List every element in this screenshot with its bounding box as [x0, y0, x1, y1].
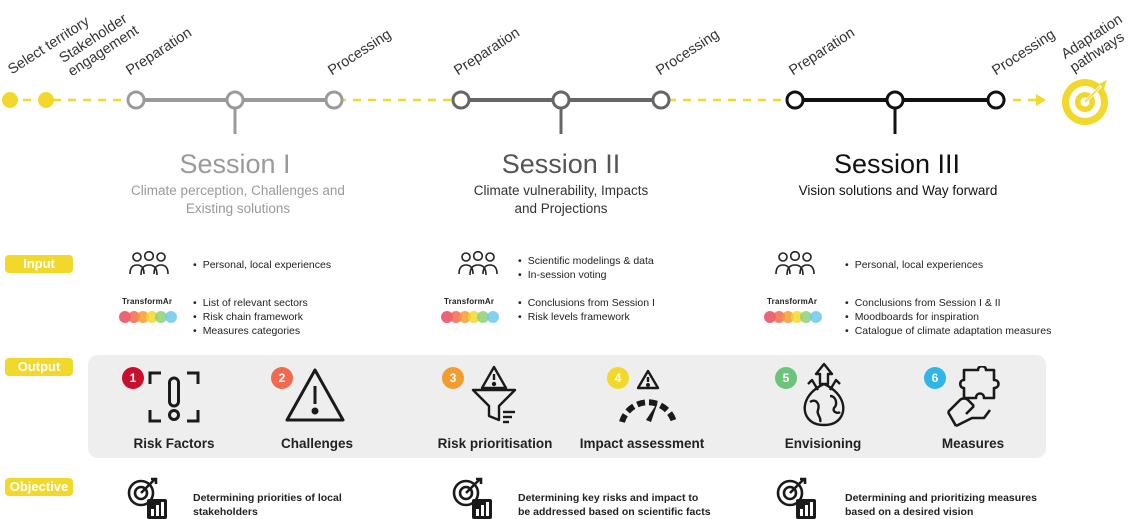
- transformar-logo-icon: [119, 311, 177, 323]
- output-5-label: Envisioning: [784, 436, 862, 451]
- session-3-subtitle: Vision solutions and Way forward: [798, 183, 998, 198]
- output-2-label: Challenges: [280, 436, 354, 451]
- warning-triangle-icon: [285, 368, 345, 422]
- transformar-logo-icon: [764, 311, 822, 323]
- output-1-label: Risk Factors: [133, 436, 215, 451]
- risk-factors-icon: [148, 371, 200, 423]
- output-panel: [88, 355, 1046, 458]
- session-1-title: Session I: [179, 149, 291, 179]
- output-4-label: Impact assessment: [579, 436, 705, 451]
- funnel-icon: [471, 365, 517, 424]
- output-1-badge: 1: [122, 367, 144, 389]
- s1-input-people-list: Personal, local experiences: [193, 258, 331, 272]
- select-territory-node: [2, 92, 18, 108]
- globe-icon: [803, 362, 845, 427]
- output-3-label: Risk prioritisation: [437, 436, 553, 451]
- transformar-logo-icon: [441, 311, 499, 323]
- gauge-icon: [619, 369, 677, 423]
- session-2-title: Session II: [501, 149, 621, 179]
- output-4-badge: 4: [607, 367, 629, 389]
- objective-row-label: Objective: [5, 478, 73, 496]
- target-chart-icon: [127, 477, 167, 519]
- session-3-track: [785, 90, 1006, 134]
- people-group-icon: [129, 250, 169, 276]
- session-3-title: Session III: [833, 149, 961, 179]
- output-6-badge: 6: [924, 367, 946, 389]
- s2-input-people-list: Scientific modelings & dataIn-session vo…: [518, 254, 654, 282]
- s2-input-transformar-list: Conclusions from Session IRisk levels fr…: [518, 296, 655, 324]
- puzzle-hand-icon: [946, 366, 1000, 428]
- input-row-label: Input: [5, 255, 73, 273]
- s1-input-transformar-list: List of relevant sectorsRisk chain frame…: [193, 296, 308, 338]
- people-group-icon: [775, 250, 815, 276]
- output-3-badge: 3: [442, 367, 464, 389]
- target-chart-icon: [776, 477, 816, 519]
- people-group-icon: [458, 250, 498, 276]
- stakeholder-node: [38, 92, 54, 108]
- target-icon: [1062, 79, 1108, 125]
- output-6-label: Measures: [941, 436, 1005, 451]
- s3-input-transformar-list: Conclusions from Session I & IIMoodboard…: [845, 296, 1052, 338]
- output-row-label: Output: [5, 358, 73, 376]
- output-5-badge: 5: [775, 367, 797, 389]
- transformar-logo-text: TransformAr: [767, 297, 818, 306]
- session-2-track: [451, 90, 671, 134]
- session-1-track: [126, 90, 344, 134]
- transformar-logo-text: TransformAr: [122, 297, 173, 306]
- s3-input-people-list: Personal, local experiences: [845, 258, 983, 272]
- timeline-arrowhead: [1036, 94, 1046, 106]
- transformar-logo-text: TransformAr: [444, 297, 495, 306]
- output-2-badge: 2: [271, 367, 293, 389]
- target-chart-icon: [452, 477, 492, 519]
